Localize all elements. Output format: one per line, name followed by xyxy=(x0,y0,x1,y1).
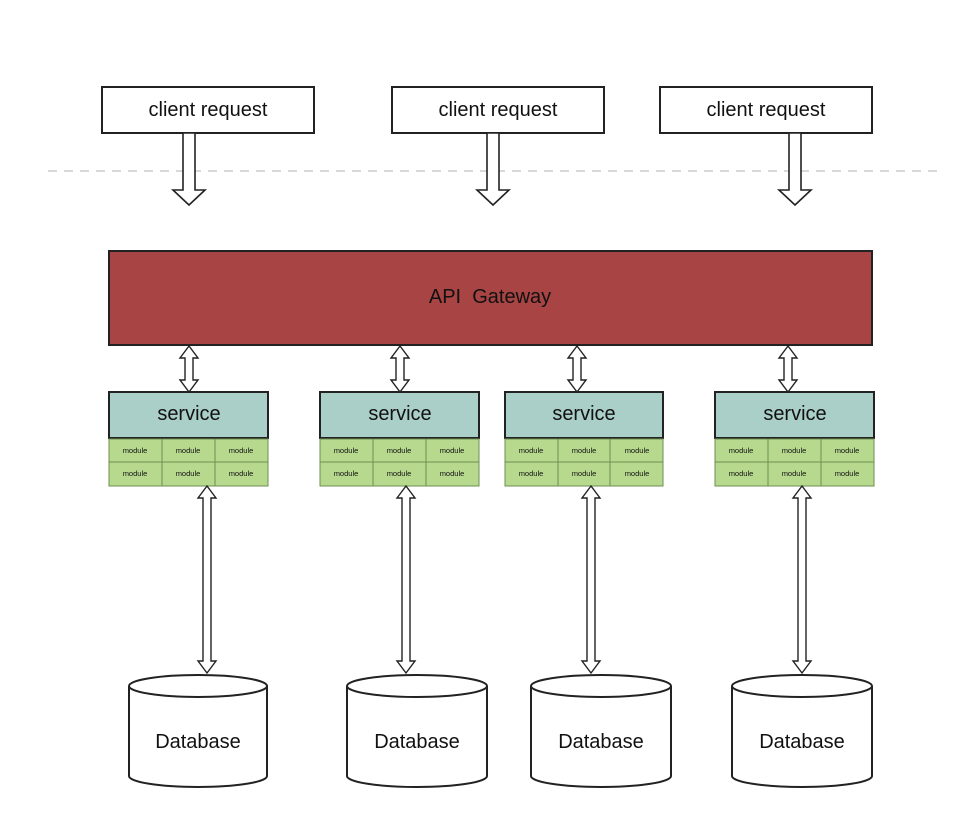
module-cell: module xyxy=(229,469,254,478)
service-label: service xyxy=(157,403,220,425)
module-cell: module xyxy=(123,469,148,478)
service-1: service module module module module modu… xyxy=(108,391,269,487)
module-cell: module xyxy=(519,446,544,455)
module-cell: module xyxy=(123,446,148,455)
service-3: service module module module module modu… xyxy=(504,391,664,487)
database-label: Database xyxy=(759,731,845,753)
module-cell: module xyxy=(572,469,597,478)
module-cell: module xyxy=(440,446,465,455)
module-cell: module xyxy=(729,469,754,478)
module-cell: module xyxy=(835,469,860,478)
module-cell: module xyxy=(229,446,254,455)
service-label: service xyxy=(763,403,826,425)
database-1: Database xyxy=(128,674,268,788)
service-label: service xyxy=(368,403,431,425)
module-grid: module module module module module modul… xyxy=(714,438,875,487)
service-database-arrow-2 xyxy=(395,484,417,675)
module-cell: module xyxy=(387,446,412,455)
service-database-arrow-1 xyxy=(196,484,218,675)
module-cell: module xyxy=(729,446,754,455)
module-cell: module xyxy=(176,469,201,478)
api-gateway-label: API Gateway xyxy=(429,286,551,308)
service-4: service module module module module modu… xyxy=(714,391,875,487)
database-2: Database xyxy=(346,674,488,788)
gateway-service-arrow-1 xyxy=(178,344,200,394)
module-cell: module xyxy=(176,446,201,455)
service-database-arrow-3 xyxy=(580,484,602,675)
down-arrow-2 xyxy=(474,132,512,207)
client-request-label: client request xyxy=(149,99,268,121)
api-gateway: API Gateway xyxy=(108,250,873,346)
service-2: service module module module module modu… xyxy=(319,391,480,487)
module-grid: module module module module module modul… xyxy=(504,438,664,487)
down-arrow-1 xyxy=(170,132,208,207)
module-cell: module xyxy=(835,446,860,455)
service-label: service xyxy=(552,403,615,425)
client-request-2: client request xyxy=(391,86,605,134)
module-cell: module xyxy=(519,469,544,478)
module-grid: module module module module module modul… xyxy=(108,438,269,487)
module-cell: module xyxy=(625,469,650,478)
gateway-service-arrow-4 xyxy=(777,344,799,394)
module-cell: module xyxy=(334,469,359,478)
client-request-label: client request xyxy=(707,99,826,121)
module-cell: module xyxy=(782,469,807,478)
client-request-1: client request xyxy=(101,86,315,134)
module-cell: module xyxy=(334,446,359,455)
module-cell: module xyxy=(572,446,597,455)
module-cell: module xyxy=(782,446,807,455)
down-arrow-3 xyxy=(776,132,814,207)
database-4: Database xyxy=(731,674,873,788)
client-request-label: client request xyxy=(439,99,558,121)
module-cell: module xyxy=(440,469,465,478)
database-label: Database xyxy=(155,731,241,753)
client-request-3: client request xyxy=(659,86,873,134)
gateway-service-arrow-2 xyxy=(389,344,411,394)
service-database-arrow-4 xyxy=(791,484,813,675)
database-label: Database xyxy=(374,731,460,753)
module-cell: module xyxy=(387,469,412,478)
gateway-service-arrow-3 xyxy=(566,344,588,394)
module-cell: module xyxy=(625,446,650,455)
database-3: Database xyxy=(530,674,672,788)
database-label: Database xyxy=(558,731,644,753)
module-grid: module module module module module modul… xyxy=(319,438,480,487)
